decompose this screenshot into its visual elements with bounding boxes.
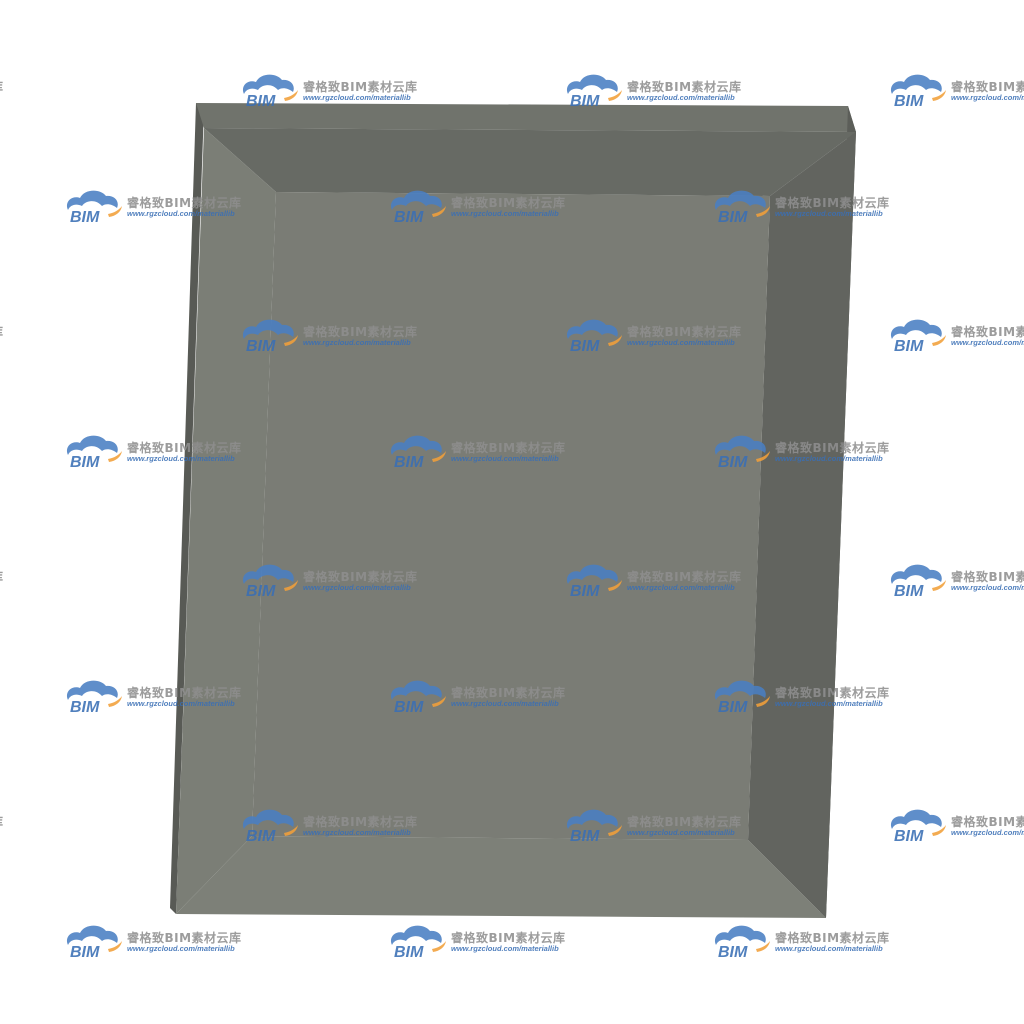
panel-bottom-bevel	[176, 836, 826, 918]
panel-face	[252, 192, 770, 840]
panel-left-edge	[170, 103, 204, 914]
panel-top-rim	[196, 103, 856, 132]
panel-right-bevel	[748, 132, 856, 918]
panel-top-bevel	[204, 128, 856, 196]
